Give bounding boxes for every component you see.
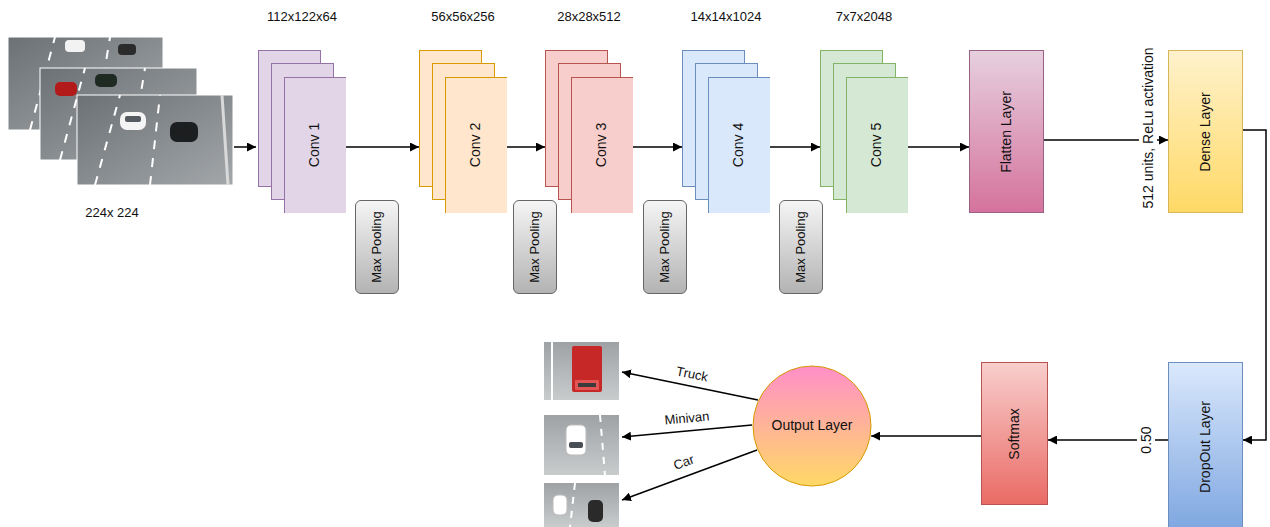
layer-name: Output Layer — [772, 418, 853, 433]
layer-sheets — [820, 50, 908, 213]
layer-sheets — [682, 50, 770, 213]
layer-sheet — [285, 78, 347, 214]
layer-name: Max Pooling — [794, 211, 808, 283]
class-label: Truck — [675, 364, 709, 385]
circle-shape — [753, 366, 871, 486]
class-label: Car — [672, 452, 697, 473]
flow-arrow — [871, 435, 981, 437]
minivan-photo — [544, 415, 619, 475]
layer-sheet — [572, 78, 634, 214]
layer-sheets — [258, 50, 346, 213]
layer-name: Conv 1 — [307, 123, 322, 167]
layer-sheet — [446, 78, 508, 214]
output-arrow — [622, 450, 757, 500]
layer-name: Max Pooling — [370, 211, 384, 283]
dimension-label: 14x14x1024 — [691, 10, 762, 25]
layer-sheet — [847, 78, 909, 214]
layer-sheets — [545, 50, 633, 213]
layer-name: DropOut Layer — [1198, 401, 1213, 493]
dense-box: Dense Layer — [1168, 50, 1243, 213]
layer-name: Conv 5 — [869, 123, 884, 167]
flatten-box: Flatten Layer — [969, 50, 1044, 213]
flow-arrow — [633, 146, 682, 148]
layer-name: Max Pooling — [528, 211, 542, 283]
dimension-label: 112x122x64 — [267, 10, 337, 25]
conv-layer-stack: Conv 5 — [820, 50, 908, 213]
conv-layer-stack: Conv 1 — [258, 50, 346, 213]
flow-arrow — [507, 146, 545, 148]
flow-arrow — [908, 146, 969, 148]
layer-name: Softmax — [1007, 408, 1022, 459]
layer-name: Max Pooling — [658, 211, 672, 283]
layer-name: Conv 2 — [468, 123, 483, 167]
dropout-box: DropOut Layer — [1168, 362, 1243, 527]
dimension-label: 224x 224 — [85, 206, 139, 221]
pooling-box: Max Pooling — [513, 200, 557, 294]
truck-photo — [544, 342, 619, 400]
output-circle: Output Layer — [752, 365, 872, 487]
conv-layer-stack: Conv 4 — [682, 50, 770, 213]
layer-name: Flatten Layer — [999, 91, 1014, 173]
dimension-label: 7x7x2048 — [836, 10, 892, 25]
input-arrow — [234, 146, 256, 148]
layer-sheets — [419, 50, 507, 213]
car-photo — [544, 483, 619, 527]
dimension-label: 56x56x256 — [431, 10, 495, 25]
conv-layer-stack: Conv 2 — [419, 50, 507, 213]
pooling-box: Max Pooling — [779, 200, 823, 294]
flow-arrow — [1243, 130, 1266, 440]
layer-name: Dense Layer — [1198, 92, 1213, 171]
flow-arrow — [770, 146, 820, 148]
layer-name: Conv 4 — [731, 123, 746, 167]
layer-sheet — [709, 78, 771, 214]
softmax-box: Softmax — [981, 362, 1048, 505]
layer-name: Conv 3 — [594, 123, 609, 167]
input-photo — [77, 95, 233, 185]
output-arrow — [622, 425, 752, 437]
pooling-box: Max Pooling — [643, 200, 687, 294]
conv-layer-stack: Conv 3 — [545, 50, 633, 213]
layer-parameter: 512 units, ReLu activation — [1139, 44, 1157, 211]
class-label: Minivan — [664, 409, 710, 428]
layer-parameter: 0.50 — [1137, 423, 1155, 456]
dimension-label: 28x28x512 — [557, 10, 621, 25]
flow-arrow — [346, 146, 419, 148]
pooling-box: Max Pooling — [355, 200, 399, 294]
